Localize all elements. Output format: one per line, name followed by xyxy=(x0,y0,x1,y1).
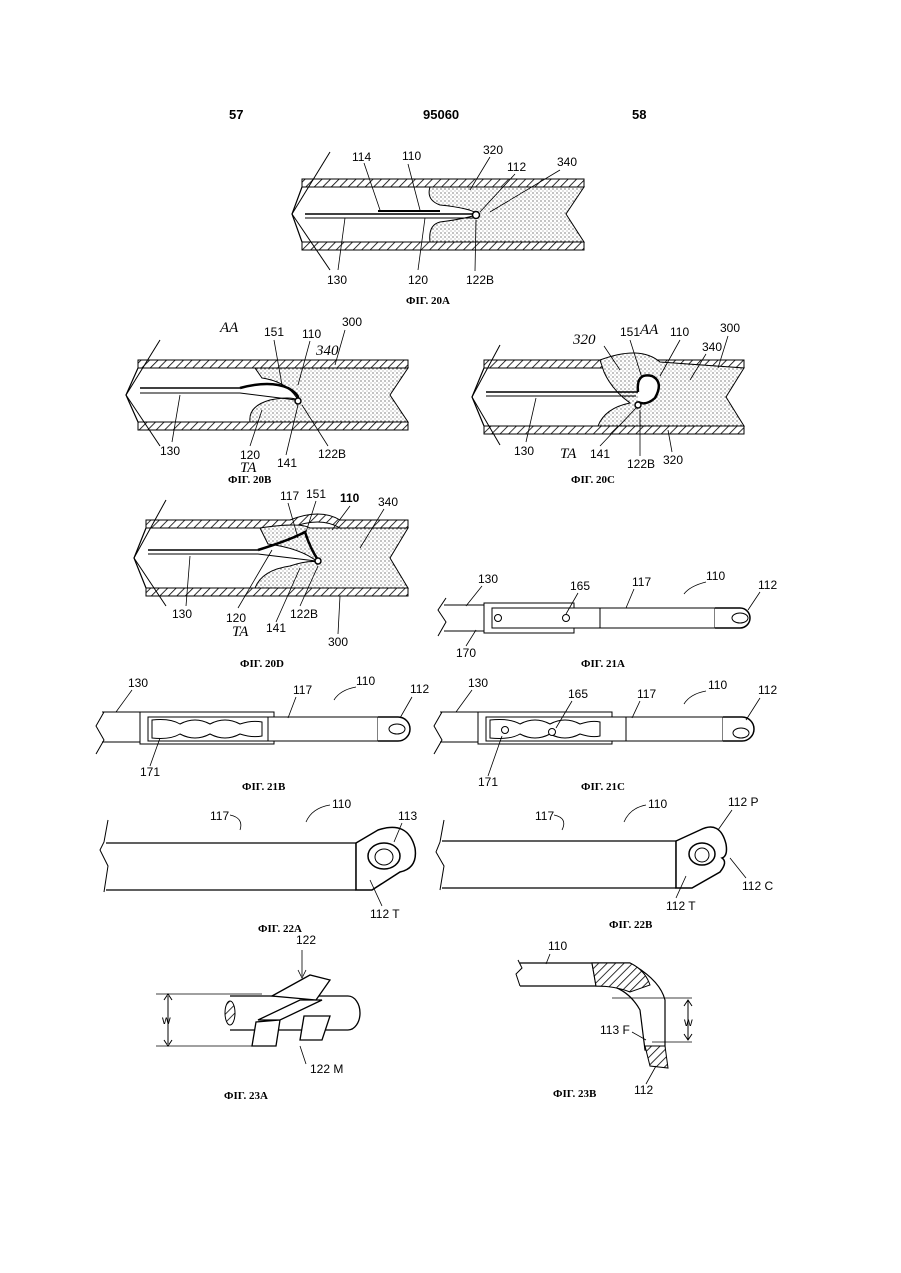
label: 320 xyxy=(663,453,683,467)
label: 340 xyxy=(315,343,339,359)
label: 110 xyxy=(670,325,689,339)
label: 110 xyxy=(402,149,421,163)
label: 151 xyxy=(620,325,640,339)
label: 112 xyxy=(410,682,429,696)
label: 300 xyxy=(720,321,740,335)
figure-20c: 320 151 AA 110 300 340 130 TA 141 122B 3… xyxy=(472,321,744,486)
label: 112 xyxy=(634,1083,653,1097)
label: 112 xyxy=(758,683,777,697)
label: 340 xyxy=(557,155,577,169)
label: 122B xyxy=(466,273,494,287)
label: 114 xyxy=(352,150,371,164)
label: 122 M xyxy=(310,1062,343,1076)
label: AA xyxy=(219,320,239,336)
label: 110 xyxy=(708,678,727,692)
label: 117 xyxy=(280,489,299,503)
figure-22b: 117 110 112 P 112 T 112 C ФIГ. 22B xyxy=(436,795,773,931)
label: 113 xyxy=(398,809,417,823)
label: 171 xyxy=(140,765,160,779)
label: 120 xyxy=(408,273,428,287)
label: 117 xyxy=(632,575,651,589)
label: 110 xyxy=(332,797,351,811)
label: 110 xyxy=(648,797,667,811)
figure-caption: ФIГ. 23B xyxy=(553,1088,597,1100)
label: 117 xyxy=(637,687,656,701)
label: TA xyxy=(232,624,249,640)
label: 112 P xyxy=(728,795,758,809)
label: 320 xyxy=(483,143,503,157)
label: 112 xyxy=(758,578,777,592)
label: 340 xyxy=(702,340,722,354)
label: 110 xyxy=(356,674,375,688)
label: 300 xyxy=(342,315,362,329)
label: 117 xyxy=(210,809,229,823)
label: 151 xyxy=(306,487,326,501)
figure-caption: ФIГ. 21A xyxy=(581,658,625,670)
label: 112 xyxy=(507,160,526,174)
label: 130 xyxy=(327,273,347,287)
label: 141 xyxy=(266,621,286,635)
label: 171 xyxy=(478,775,498,789)
label: 112 C xyxy=(742,879,773,893)
label: 170 xyxy=(456,646,476,660)
label: 117 xyxy=(293,683,312,697)
label: 340 xyxy=(378,495,398,509)
label: 110 xyxy=(548,939,567,953)
label: 141 xyxy=(590,447,610,461)
label: 112 T xyxy=(370,907,400,921)
figure-20d: 117 151 110 340 130 120 TA 141 122B 300 … xyxy=(134,487,408,670)
label: 110 xyxy=(302,327,321,341)
label: 165 xyxy=(568,687,588,701)
label: 130 xyxy=(514,444,534,458)
label: 320 xyxy=(572,332,596,348)
figure-21a: 130 165 117 110 112 170 ФIГ. 21A xyxy=(438,569,777,670)
figure-caption: ФIГ. 22B xyxy=(609,919,653,931)
label: 122B xyxy=(318,447,346,461)
label: 122B xyxy=(627,457,655,471)
figure-caption: ФIГ. 23A xyxy=(224,1090,268,1102)
label: TA xyxy=(560,446,577,462)
figure-20b: AA 151 110 340 300 130 120 141 122B TA Ф… xyxy=(126,315,408,486)
label: 110 xyxy=(706,569,725,583)
label: 141 xyxy=(277,456,297,470)
label: 117 xyxy=(535,809,554,823)
label: 130 xyxy=(172,607,192,621)
label: w xyxy=(683,1015,693,1029)
figure-23b: 110 w 113 F 112 ФIГ. 23B xyxy=(516,939,693,1100)
label: 130 xyxy=(128,676,148,690)
figure-22a: 117 110 113 112 T ФIГ. 22A xyxy=(100,797,417,935)
figure-caption: ФIГ. 20B xyxy=(228,474,272,486)
label: 300 xyxy=(328,635,348,649)
figure-caption: ФIГ. 20A xyxy=(406,295,450,307)
label: w xyxy=(161,1013,171,1027)
figure-caption: ФIГ. 20D xyxy=(240,658,284,670)
label: 122B xyxy=(290,607,318,621)
label: 120 xyxy=(226,611,246,625)
figure-20a: 114 110 320 112 340 130 120 122B ФIГ. 20… xyxy=(292,143,584,307)
label: 112 T xyxy=(666,899,696,913)
label: 130 xyxy=(478,572,498,586)
figure-23a: 122 w 122 M ФIГ. 23A xyxy=(156,933,360,1102)
label: 130 xyxy=(468,676,488,690)
figure-21b: 130 117 110 112 171 ФIГ. 21B xyxy=(96,674,429,793)
figure-caption: ФIГ. 20C xyxy=(571,474,615,486)
label: 113 F xyxy=(600,1023,630,1037)
label: AA xyxy=(639,322,659,338)
label: 165 xyxy=(570,579,590,593)
label: 130 xyxy=(160,444,180,458)
label: 151 xyxy=(264,325,284,339)
label: 110 xyxy=(340,491,360,505)
figure-21c: 130 165 117 110 112 171 ФIГ. 21C xyxy=(434,676,777,793)
figure-caption: ФIГ. 21B xyxy=(242,781,286,793)
figure-caption: ФIГ. 21C xyxy=(581,781,625,793)
label: 122 xyxy=(296,933,316,947)
